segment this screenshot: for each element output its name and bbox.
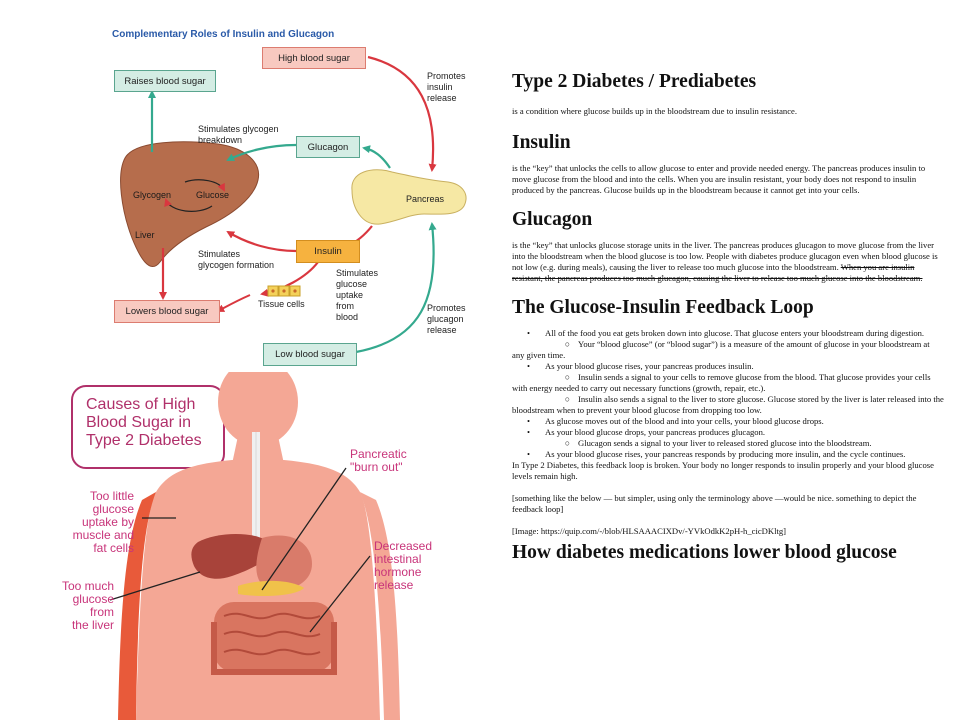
para-glucagon: is the “key” that unlocks glucose storag… bbox=[512, 240, 938, 283]
list-item: •As your blood glucose drops, your pancr… bbox=[526, 427, 766, 437]
list-item: •As your blood glucose rises, your pancr… bbox=[526, 449, 906, 459]
label-glucose: Glucose bbox=[196, 190, 230, 200]
label-too-little-glucose: Too little glucose uptake by muscle and … bbox=[72, 489, 134, 555]
label-promotes-glucagon-release: Promotes glucagon release bbox=[427, 303, 466, 335]
tissue-cells-icon bbox=[267, 285, 301, 297]
liver-shape bbox=[120, 141, 260, 268]
body-illustration bbox=[71, 372, 400, 720]
box-low-blood-sugar: Low blood sugar bbox=[263, 343, 357, 366]
box-glucagon: Glucagon bbox=[296, 136, 360, 158]
list-item: •All of the food you eat gets broken dow… bbox=[526, 328, 925, 338]
list-item: ○Glucagon sends a signal to your liver t… bbox=[564, 438, 872, 448]
causes-title: Causes of High Blood Sugar in Type 2 Dia… bbox=[86, 396, 202, 449]
label-glycogen: Glycogen bbox=[133, 190, 172, 200]
box-high-blood-sugar: High blood sugar bbox=[262, 47, 366, 69]
arrow-high-to-pancreas bbox=[367, 55, 437, 172]
diagram1-title: Complementary Roles of Insulin and Gluca… bbox=[112, 29, 335, 40]
list-item: ○Your “blood glucose” (or “blood sugar”)… bbox=[512, 339, 930, 360]
list-item: •As glucose moves out of the blood and i… bbox=[526, 416, 824, 426]
list-item: ○Insulin also sends a signal to the live… bbox=[512, 394, 944, 415]
arrow-glucagon-to-liver bbox=[226, 143, 297, 161]
para-type2-diabetes: is a condition where glucose builds up i… bbox=[512, 106, 797, 116]
stomach-organ bbox=[256, 535, 312, 590]
feedback-loop-list: •All of the food you eat gets broken dow… bbox=[512, 328, 944, 460]
para-insulin: is the “key” that unlocks the cells to a… bbox=[512, 163, 926, 195]
para-note: [something like the below — but simpler,… bbox=[512, 493, 917, 514]
label-too-much-glucose: Too much glucose from the liver bbox=[61, 579, 114, 632]
causes-diagram: Causes of High Blood Sugar in Type 2 Dia… bbox=[0, 372, 500, 720]
box-raises-blood-sugar: Raises blood sugar bbox=[114, 70, 216, 92]
intestines-organ bbox=[211, 602, 337, 675]
heading-insulin: Insulin bbox=[512, 132, 571, 153]
para-loop-broken: In Type 2 Diabetes, this feedback loop i… bbox=[512, 460, 934, 481]
label-pancreatic-burn-out: Pancreatic "burn out" bbox=[350, 447, 407, 474]
struck-text: When you are insulin resistant, the panc… bbox=[512, 262, 923, 283]
liver-organ bbox=[191, 533, 272, 579]
insulin-glucagon-diagram: Complementary Roles of Insulin and Gluca… bbox=[0, 0, 500, 372]
label-liver: Liver bbox=[135, 230, 155, 240]
arrow-tissue-to-lowers bbox=[216, 294, 251, 312]
arrow-low-to-pancreas bbox=[355, 222, 437, 354]
heading-type2-diabetes: Type 2 Diabetes / Prediabetes bbox=[512, 71, 757, 92]
document-text: Type 2 Diabetes / Prediabetes is a condi… bbox=[512, 70, 944, 648]
label-stimulates-glycogen-formation: Stimulates glycogen formation bbox=[198, 249, 275, 270]
para-image-link: [Image: https://quip.com/-/blob/HLSAAACI… bbox=[512, 526, 787, 536]
heading-feedback-loop: The Glucose-Insulin Feedback Loop bbox=[512, 297, 814, 318]
list-item: ○Insulin sends a signal to your cells to… bbox=[512, 372, 931, 393]
causes-title-box bbox=[71, 385, 225, 469]
heading-glucagon: Glucagon bbox=[512, 209, 593, 230]
box-insulin: Insulin bbox=[296, 240, 360, 263]
label-stimulates-glucose-uptake: Stimulates glucose uptake from blood bbox=[336, 268, 379, 322]
label-promotes-insulin-release: Promotes insulin release bbox=[427, 71, 466, 103]
diagram-arrows bbox=[120, 55, 467, 354]
arrow-insulin-to-liver bbox=[226, 230, 297, 253]
label-tissue-cells: Tissue cells bbox=[258, 299, 305, 309]
pancreas-organ bbox=[238, 580, 304, 596]
arrow-pancreas-to-glucagon bbox=[362, 145, 391, 169]
label-stimulates-glycogen-breakdown: Stimulates glycogen breakdown bbox=[198, 124, 279, 145]
box-lowers-blood-sugar: Lowers blood sugar bbox=[114, 300, 220, 323]
label-decreased-intestinal-hormone: Decreased intestinal hormone release bbox=[374, 539, 433, 592]
pancreas-shape bbox=[351, 169, 467, 225]
heading-medications-cut: How diabetes medications lower blood glu… bbox=[512, 542, 897, 563]
label-pancreas: Pancreas bbox=[406, 194, 445, 204]
list-item: •As your blood glucose rises, your pancr… bbox=[526, 361, 754, 371]
